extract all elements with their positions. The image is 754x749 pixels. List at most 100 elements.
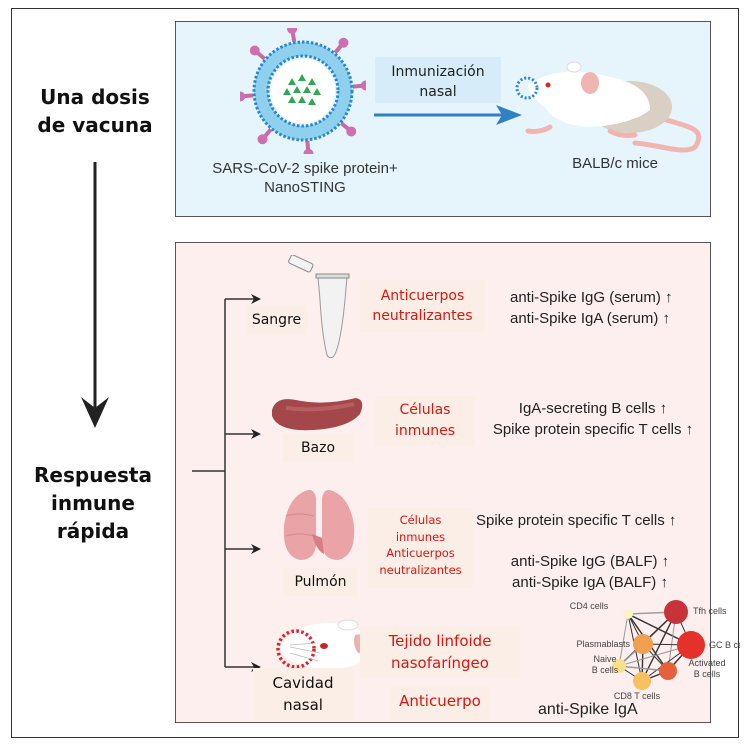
branch-arrow-sangre xyxy=(251,294,261,304)
route-label-bg xyxy=(375,57,501,103)
category-pulmon-line1: Células xyxy=(399,513,442,527)
spike-head xyxy=(303,148,314,154)
result-item: IgA-secreting B cells ↑ xyxy=(518,400,668,417)
results-sangre: anti-Spike IgG (serum) ↑ anti-Spike IgA … xyxy=(510,287,673,329)
arrow-head xyxy=(496,105,522,125)
mouse-head-ear-back xyxy=(337,619,359,631)
mouse-feet xyxy=(525,124,638,138)
branch-arrow-pulmon xyxy=(251,544,261,554)
vaccine-caption-line1: SARS-CoV-2 spike protein+ xyxy=(212,160,398,177)
nasal-immunization-arrow xyxy=(374,105,522,125)
category-bazo-line1: Células xyxy=(399,402,451,418)
vaccine-dose-title-line2: de vacuna xyxy=(37,113,153,137)
rapid-immune-response-title: Respuesta inmune rápida xyxy=(18,461,168,545)
tube-rim xyxy=(315,273,350,279)
mouse-eye xyxy=(545,82,551,88)
route-label-line1: Inmunización xyxy=(391,64,485,80)
network-label-naive-cd4: NaiveCD4 cells xyxy=(570,600,609,611)
network-node-naive-b xyxy=(612,659,626,673)
vaccine-caption-line2: NanoSTING xyxy=(264,179,346,196)
branch-arrow-bazo xyxy=(251,429,261,439)
category-nasal-line2: nasofaríngeo xyxy=(391,654,489,672)
mouse-head-eye xyxy=(320,643,328,649)
spleen-shape xyxy=(272,398,363,431)
particle-core xyxy=(271,59,335,123)
mouse-icon xyxy=(515,61,702,153)
spike-head xyxy=(338,37,349,48)
nanoparticle-icon xyxy=(240,28,366,154)
category-nasal-antibody: Anticuerpo xyxy=(390,686,490,720)
down-arrow-head xyxy=(81,397,109,428)
category-nasal-line1: Tejido linfoide xyxy=(388,632,492,650)
result-item: anti-Spike IgA (BALF) ↑ xyxy=(512,574,668,591)
network-edge xyxy=(618,613,629,667)
spike-head xyxy=(287,28,298,34)
outer-lipid-heads xyxy=(252,40,354,142)
response-title-line2: inmune xyxy=(51,491,135,515)
vaccine-dose-title: Una dosis de vacuna xyxy=(20,83,170,139)
spike-head xyxy=(360,80,366,91)
network-node-tfh xyxy=(664,600,688,624)
response-title-line1: Respuesta xyxy=(34,463,152,487)
organ-label-sangre: Sangre xyxy=(245,305,308,335)
spike-head xyxy=(240,91,246,102)
sting-agonist-cargo xyxy=(283,74,321,105)
mouse-body xyxy=(528,71,650,127)
network-node-cd8-t xyxy=(633,672,651,690)
right-lung xyxy=(322,489,355,560)
nasal-dose-droplets xyxy=(515,76,539,100)
result-item: anti-Spike IgG (BALF) ↑ xyxy=(510,553,670,570)
network-node-gc-b xyxy=(677,631,705,659)
network-nodes xyxy=(612,600,705,690)
branch-connector xyxy=(192,294,261,672)
route-label-line2: nasal xyxy=(419,84,457,100)
organ-label-bazo: Bazo xyxy=(283,434,353,462)
category-pulmon-line4: neutralizantes xyxy=(379,562,462,577)
organ-label-nasal-line1: Cavidad xyxy=(272,674,334,692)
mouse-ear-back xyxy=(566,61,582,73)
spike-head xyxy=(249,45,260,56)
lung-lobes xyxy=(285,513,315,537)
spike-head xyxy=(257,134,268,145)
spike-head xyxy=(346,126,357,137)
network-node-naive-cd4 xyxy=(623,609,633,619)
category-sangre: Anticuerpos neutralizantes xyxy=(360,280,485,332)
vaccine-dose-title-line1: Una dosis xyxy=(40,85,150,109)
network-node-plasmablasts xyxy=(633,634,653,654)
category-sangre-line2: neutralizantes xyxy=(372,308,473,324)
mouse-caption: BALB/c mice xyxy=(572,155,658,172)
organ-label-pulmon: Pulmón xyxy=(283,568,358,596)
vaccine-caption: SARS-CoV-2 spike protein+ NanoSTING xyxy=(185,159,425,197)
category-pulmon-line3: Anticuerpos xyxy=(386,546,455,560)
category-pulmon-line2: inmunes xyxy=(395,529,446,544)
inner-lipid-heads xyxy=(266,54,340,128)
result-item: Spike protein specific T cells ↑ xyxy=(492,421,694,438)
heart-shadow xyxy=(312,534,324,554)
lipid-bilayer xyxy=(254,42,352,140)
results-pulmon-antibodies: anti-Spike IgG (BALF) ↑ anti-Spike IgA (… xyxy=(498,551,682,593)
network-label-cd8-t: CD8 T cells xyxy=(614,691,661,700)
result-item: anti-Spike IgG (serum) ↑ xyxy=(510,289,673,306)
category-sangre-line1: Anticuerpos xyxy=(380,288,465,304)
left-lung xyxy=(283,489,316,560)
lungs-icon xyxy=(283,489,355,560)
result-item: anti-Spike IgA (serum) ↑ xyxy=(510,310,671,327)
results-bazo: IgA-secreting B cells ↑ Spike protein sp… xyxy=(478,398,708,440)
category-bazo-line2: inmunes xyxy=(394,423,456,439)
spike-proteins xyxy=(240,28,366,154)
result-item: Spike protein specific T cells ↑ xyxy=(476,512,677,529)
spleen-highlight xyxy=(285,402,355,412)
mouse-tail xyxy=(632,114,702,153)
mouse-ear xyxy=(581,72,599,94)
category-bazo: Células inmunes xyxy=(375,396,475,446)
network-label-tfh: Tfh cells xyxy=(693,606,727,616)
blood-tube-icon xyxy=(288,255,350,359)
route-label: Inmunización nasal xyxy=(375,62,501,102)
tube-cap xyxy=(288,255,314,273)
down-arrow xyxy=(81,162,109,428)
whiskers xyxy=(289,642,321,662)
